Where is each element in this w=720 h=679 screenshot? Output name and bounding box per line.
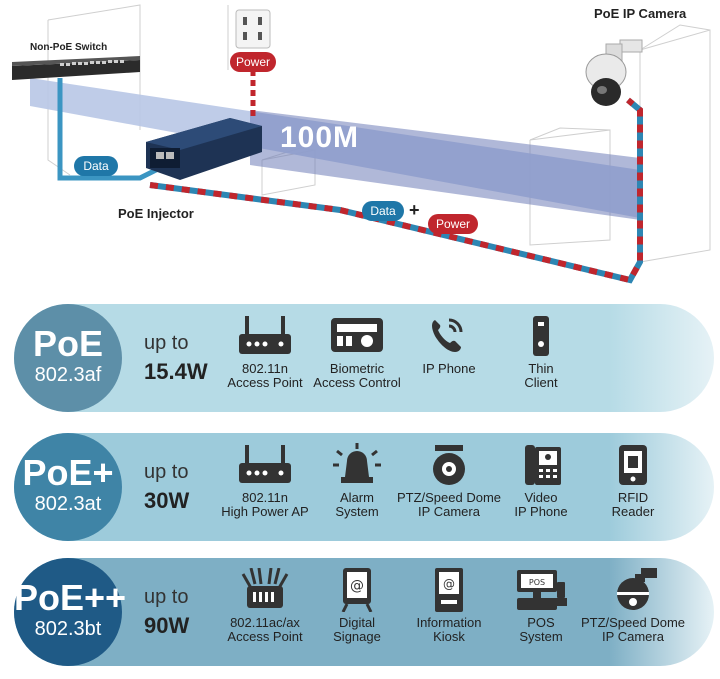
watts-value: 15.4W	[144, 359, 208, 384]
device-item: IP Phone	[394, 314, 504, 376]
device-label-line1: POS	[527, 615, 555, 630]
device-label-line1: Video	[524, 490, 558, 505]
tier-standard: PoE	[32, 323, 103, 364]
pos-icon: POS	[517, 570, 567, 610]
plus-sign: +	[409, 200, 420, 220]
up-to-label: up to	[144, 586, 189, 608]
tier-power-budget: up to 90W	[144, 586, 224, 638]
device-label-line2: Kiosk	[433, 629, 465, 644]
speed-label: 100M	[280, 121, 360, 154]
device-label-line1: Information	[416, 615, 482, 630]
ac-ax-ap-icon	[241, 568, 289, 608]
power-outlet-icon	[235, 9, 271, 49]
switch-icon	[12, 56, 140, 80]
device-label-line2: Access Point	[227, 375, 303, 390]
device-label-line2: Access Point	[227, 629, 303, 644]
device-label-line2: System	[519, 629, 563, 644]
device-label-line1: PTZ/Speed Dome	[580, 615, 686, 630]
device-label-line1: Digital	[338, 615, 376, 630]
device-label-line2: IP Phone	[514, 504, 568, 519]
tier-power-budget: up to 30W	[144, 461, 224, 513]
device-label-line1: IP Phone	[422, 361, 476, 376]
tier-ieee: 802.3af	[34, 364, 102, 386]
device-label-line1: Alarm	[340, 490, 374, 505]
up-to-label: up to	[144, 332, 189, 354]
watts-value: 30W	[144, 488, 190, 513]
camera-icon	[585, 39, 643, 106]
ptz-camera-icon	[433, 445, 465, 485]
device-label-line1: RFID	[617, 490, 649, 505]
power-badge: Power	[230, 52, 276, 72]
router-icon	[239, 316, 291, 354]
device-label-line2: System	[335, 504, 379, 519]
data-badge-combined: Data	[362, 201, 404, 221]
tier-ieee: 802.3at	[34, 493, 102, 515]
svg-text:@: @	[350, 578, 364, 594]
biometric-icon	[331, 318, 383, 352]
injector-label: PoE Injector	[118, 206, 194, 221]
watts-value: 90W	[144, 613, 190, 638]
device-label-line2: IP Camera	[602, 629, 664, 644]
kiosk-icon: @	[435, 568, 463, 612]
tier-power-budget: up to 15.4W	[144, 332, 224, 384]
device-label-line1: Biometric	[329, 361, 385, 376]
power-badge-combined: Power	[428, 214, 478, 234]
tier-standard-badge: PoE++802.3bt	[14, 558, 127, 666]
diagram-illustration	[12, 4, 711, 284]
dome-camera-icon	[617, 568, 657, 610]
tier-standard-badge: PoE+802.3at	[14, 433, 122, 541]
device-label-line2: High Power AP	[221, 504, 309, 519]
device-label-line1: Thin	[528, 361, 554, 376]
device-label-line2: IP Camera	[418, 504, 480, 519]
digital-signage-icon: @	[341, 568, 373, 612]
rfid-reader-icon	[619, 445, 647, 485]
device-label-line2: Client	[524, 375, 558, 390]
device-label-line1: 802.11ac/ax	[230, 615, 300, 630]
svg-text:@: @	[443, 577, 455, 591]
alarm-icon	[333, 443, 381, 483]
phone-icon	[432, 318, 463, 352]
switch-label: Non-PoE Switch	[30, 42, 108, 53]
data-badge: Data	[74, 156, 118, 176]
device-label-line1: 802.11n	[241, 361, 289, 376]
camera-label: PoE IP Camera	[594, 6, 687, 21]
high-power-ap-icon	[239, 445, 291, 483]
tier-standard: PoE++	[14, 577, 127, 618]
device-label-line1: PTZ/Speed Dome	[396, 490, 502, 505]
device-label-line2: Access Control	[313, 375, 401, 390]
device-label-line1: 802.11n	[241, 490, 289, 505]
video-phone-icon	[525, 445, 561, 485]
injector-icon	[146, 118, 262, 180]
tier-standard: PoE+	[22, 452, 114, 493]
device-label-line2: Signage	[333, 629, 381, 644]
poe-diagram: Non-PoE Switch PoE IP Camera PoE Injecto…	[0, 0, 720, 290]
data-cable	[57, 78, 162, 181]
up-to-label: up to	[144, 461, 189, 483]
thin-client-icon	[533, 316, 549, 356]
tier-ieee: 802.3bt	[34, 618, 102, 640]
device-label-line2: Reader	[611, 504, 655, 519]
svg-text:POS: POS	[529, 578, 545, 587]
